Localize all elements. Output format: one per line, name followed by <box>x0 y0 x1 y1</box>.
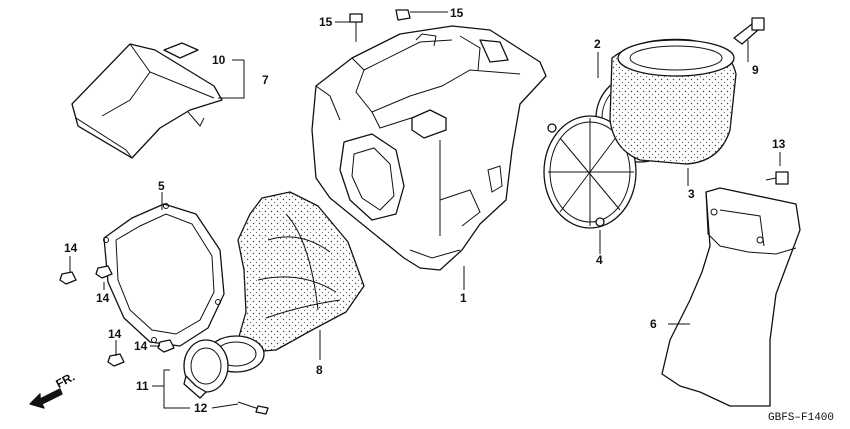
callout-3: 3 <box>688 187 695 201</box>
bolt-15-part <box>349 9 411 42</box>
callout-4: 4 <box>596 253 603 267</box>
callout-15: 15 <box>450 6 464 20</box>
callout-14: 14 <box>96 291 110 305</box>
callout-9: 9 <box>752 63 759 77</box>
screw-13-part <box>765 171 789 185</box>
band-clamp-part <box>183 335 265 399</box>
callout-1: 1 <box>460 291 467 305</box>
tray-cover-part <box>71 42 223 159</box>
gasket-5-part <box>103 203 225 347</box>
connecting-tube-part <box>237 191 365 353</box>
figure-code: GBFS–F1400 <box>768 412 834 424</box>
callout-14: 14 <box>108 327 122 341</box>
air-filter-element-part <box>609 38 737 165</box>
callout-2: 2 <box>594 37 601 51</box>
direction-label: FR. <box>53 370 77 391</box>
callout-5: 5 <box>158 179 165 193</box>
leader-lines <box>69 11 781 409</box>
callout-10: 10 <box>212 53 226 67</box>
callout-15: 15 <box>319 15 333 29</box>
callout-14: 14 <box>64 241 78 255</box>
screw-12-part <box>237 401 269 415</box>
screw-9-part <box>733 17 765 45</box>
callout-13: 13 <box>772 137 786 151</box>
duct-cover-part <box>661 187 801 407</box>
front-direction-arrow: FR. <box>29 370 77 409</box>
callout-7: 7 <box>262 73 269 87</box>
air-cleaner-case-part <box>311 25 547 271</box>
callout-12: 12 <box>194 401 208 415</box>
callout-14: 14 <box>134 339 148 353</box>
nut-14-part <box>59 265 175 367</box>
callout-numbers: 10 7 15 15 2 9 3 13 4 5 1 6 8 14 14 14 1… <box>64 6 786 415</box>
callout-11: 11 <box>136 379 149 393</box>
callout-6: 6 <box>650 317 657 331</box>
callout-8: 8 <box>316 363 323 377</box>
